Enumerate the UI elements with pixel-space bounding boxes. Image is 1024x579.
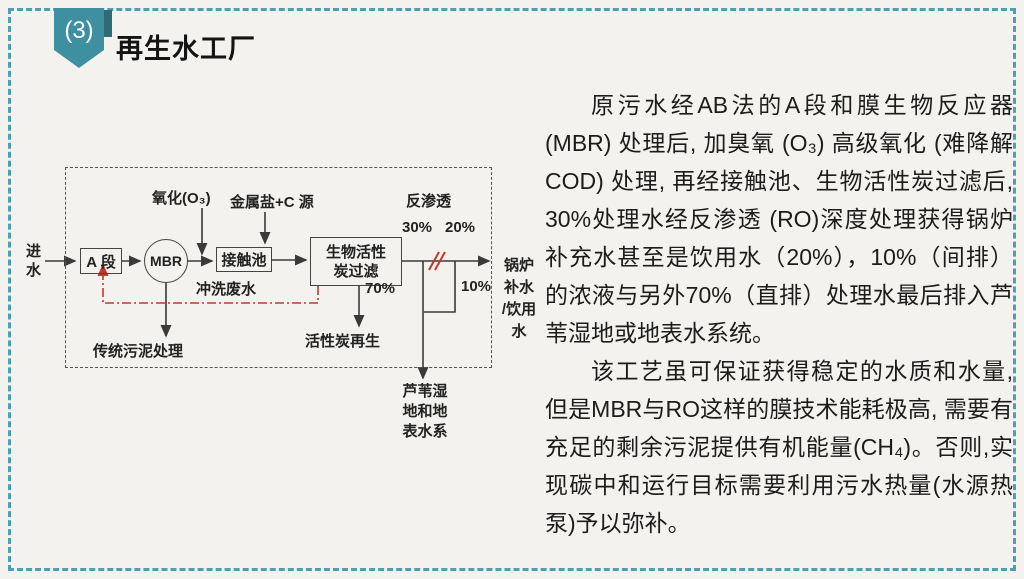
paragraph-2: 该工艺虽可保证获得稳定的水质和水量, 但是MBR与RO这样的膜技术能耗极高, 需… xyxy=(545,358,1013,536)
boiler-line1: 锅炉 xyxy=(503,257,534,274)
boiler-line2: 补水 xyxy=(503,279,534,296)
stage-a-label: A 段 xyxy=(86,253,116,271)
paragraph-1: 原污水经AB法的A段和膜生物反应器(MBR) 处理后, 加臭氧 (O₃) 高级氧… xyxy=(545,92,1013,346)
section-number-badge: (3) xyxy=(54,8,104,68)
percent-30-label: 30% xyxy=(402,219,433,236)
mbr-unit: MBR xyxy=(144,239,188,283)
metal-salt-label: 金属盐+C 源 xyxy=(230,194,314,211)
reverse-osmosis-label: 反渗透 xyxy=(406,193,452,210)
ozone-label: 氧化(O₃) xyxy=(152,190,211,207)
percent-20-label: 20% xyxy=(445,219,476,236)
wetland-label: 芦苇湿 地和地 表水系 xyxy=(399,382,451,442)
description-text-block: 原污水经AB法的A段和膜生物反应器(MBR) 处理后, 加臭氧 (O₃) 高级氧… xyxy=(545,86,1013,542)
process-flow-diagram: 进水 A 段 MBR 接触池 生物活性 炭过滤 氧化(O₃) 金属盐+C 源 冲… xyxy=(25,160,545,495)
percent-70-label: 70% xyxy=(365,280,396,297)
wetland-line3: 表水系 xyxy=(402,423,448,440)
section-number: (3) xyxy=(64,17,94,44)
contact-tank-label: 接触池 xyxy=(221,252,267,269)
bac-label-line2: 炭过滤 xyxy=(333,262,379,280)
influent-label: 进水 xyxy=(26,243,42,279)
bac-label-line1: 生物活性 xyxy=(325,243,386,261)
bio-activated-carbon-box: 生物活性 炭过滤 xyxy=(310,237,402,286)
percent-10-label: 10% xyxy=(461,278,492,295)
backwash-label: 冲洗废水 xyxy=(196,281,257,298)
flow-diagram-lines xyxy=(45,208,491,380)
sludge-treatment-label: 传统污泥处理 xyxy=(93,343,184,360)
page-title: 再生水工厂 xyxy=(116,34,256,64)
wetland-line2: 地和地 xyxy=(402,403,448,420)
stage-a-box: A 段 xyxy=(80,248,122,274)
wetland-line1: 芦苇湿 xyxy=(402,383,448,400)
boiler-line3: /饮用水 xyxy=(501,301,537,340)
carbon-regeneration-label: 活性炭再生 xyxy=(305,333,381,350)
diagram-boundary-box xyxy=(65,167,492,368)
boiler-water-label: 锅炉 补水 /饮用水 xyxy=(495,255,543,343)
mbr-label: MBR xyxy=(150,253,182,269)
contact-tank-box: 接触池 xyxy=(216,247,272,272)
